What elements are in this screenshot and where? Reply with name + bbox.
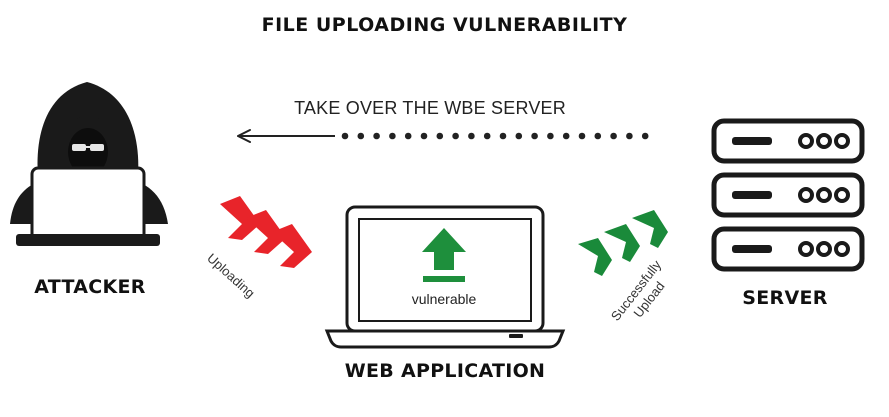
arrow-dot — [373, 132, 380, 140]
arrow-dot — [610, 132, 617, 140]
attacker-label: ATTACKER — [34, 276, 146, 298]
arrow-dot — [594, 132, 602, 140]
hacker-icon — [10, 82, 168, 246]
arrow-dot — [578, 132, 586, 140]
laptop-screen-text: vulnerable — [411, 291, 477, 307]
arrow-dot — [499, 132, 507, 140]
arrow-dot — [483, 132, 491, 140]
takeover-caption: TAKE OVER THE WBE SERVER — [294, 98, 566, 118]
arrow-dot — [420, 132, 428, 140]
arrow-dot — [641, 132, 649, 140]
arrow-dot — [531, 132, 538, 140]
arrow-dot — [468, 132, 475, 140]
red-chevrons-icon — [220, 196, 312, 268]
web-application-label: WEB APPLICATION — [344, 360, 546, 382]
arrow-dot — [547, 132, 554, 140]
diagram-title: FILE UPLOADING VULNERABILITY — [261, 14, 628, 36]
arrow-dot — [436, 132, 444, 140]
arrow-dot — [404, 132, 412, 140]
server-icon — [711, 118, 865, 272]
arrow-dot — [452, 132, 459, 140]
upload-icon — [422, 228, 466, 282]
arrow-dot — [341, 132, 349, 140]
arrow-dot — [562, 132, 570, 140]
arrow-dot — [357, 132, 365, 140]
server-label: SERVER — [742, 287, 828, 309]
green-chevrons-icon — [578, 210, 668, 276]
arrow-dot — [389, 132, 396, 140]
arrow-dot — [626, 132, 633, 140]
arrow-dot — [515, 132, 523, 140]
